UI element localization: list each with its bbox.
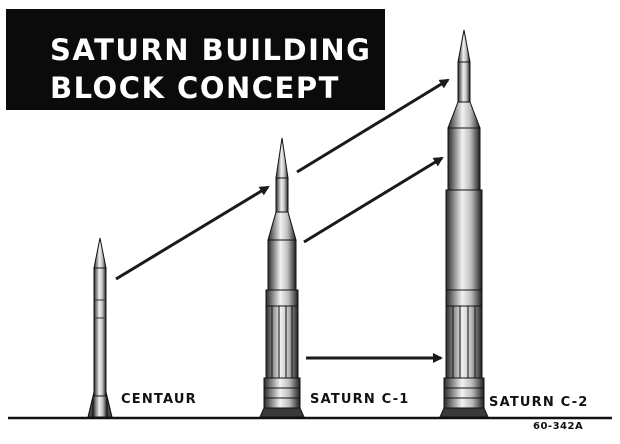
saturn-c2-rocket [439, 29, 489, 418]
title-line-2: BLOCK CONCEPT [50, 71, 340, 105]
arrow-c1-to-c2-middle [303, 156, 444, 244]
figure-code: 60-342A [533, 421, 584, 432]
vehicle-label-saturn-c1: SATURN C-1 [310, 392, 410, 407]
arrow-centaur-to-c1-upper [115, 185, 270, 281]
centaur-rocket [87, 237, 113, 418]
vehicle-label-centaur: CENTAUR [121, 392, 197, 407]
saturn-c1-rocket [259, 137, 305, 418]
title-line-1: SATURN BUILDING [50, 33, 372, 67]
arrow-c1-upper-to-c2-upper [296, 78, 450, 174]
vehicle-label-saturn-c2: SATURN C-2 [489, 395, 589, 410]
title-box: SATURN BUILDING BLOCK CONCEPT [6, 9, 385, 110]
